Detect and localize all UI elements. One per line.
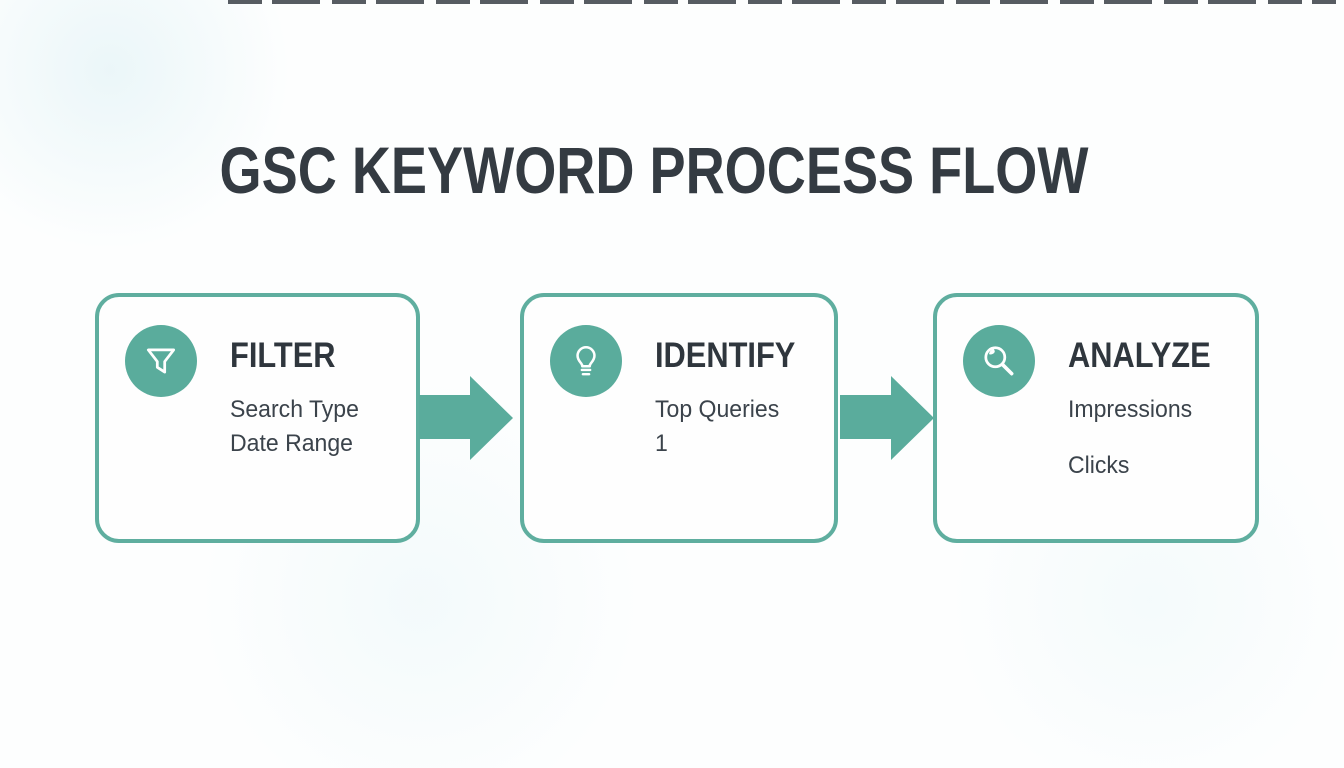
funnel-icon [142,342,180,380]
page-title: GSC KEYWORD PROCESS FLOW [219,133,1089,208]
step-title: FILTER [230,336,336,375]
step-detail-line: Date Range [230,430,353,457]
step-detail-line: 1 [655,430,668,457]
step-detail-line: Search Type [230,396,359,423]
step-card-analyze: ANALYZE Impressions Clicks [933,293,1259,543]
step-card-identify: IDENTIFY Top Queries 1 [520,293,838,543]
magnifying-glass-icon [980,342,1018,380]
step-details: Impressions Clicks [1068,393,1192,483]
step-card-filter: FILTER Search Type Date Range [95,293,420,543]
step-title: IDENTIFY [655,336,796,375]
step-detail-line: Impressions [1068,396,1193,423]
step-details: Top Queries 1 [655,393,779,461]
step-details: Search Type Date Range [230,393,359,461]
identify-icon-circle [550,325,622,397]
step-detail-line: Clicks [1068,452,1130,479]
filter-icon-circle [125,325,197,397]
top-edge-artifact [228,0,1336,4]
step-detail-line: Top Queries [655,396,780,423]
lightbulb-icon [567,342,605,380]
arrow-right-icon [419,376,513,460]
arrow-right-icon [840,376,934,460]
analyze-icon-circle [963,325,1035,397]
step-title: ANALYZE [1068,336,1211,375]
